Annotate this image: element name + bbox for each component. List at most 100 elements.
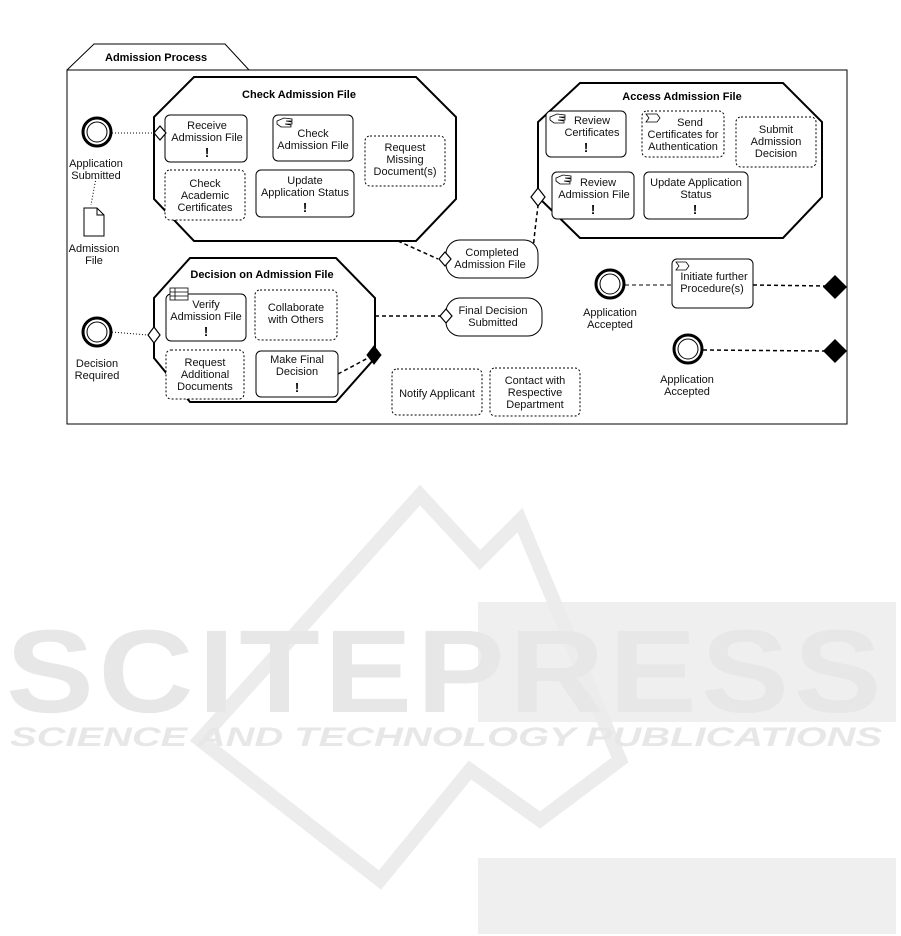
activity-notify-applicant[interactable]: Notify Applicant: [391, 368, 483, 416]
group-decision-exit-diamond: [366, 345, 382, 365]
state-entry-diamond: [439, 308, 453, 324]
activity-label-line: Send: [677, 117, 703, 129]
urgent-mark: !: [591, 202, 595, 217]
activity-label-line: Submit: [759, 124, 793, 136]
end-diamond-1: [823, 275, 847, 299]
svg-text:Notify Applicant: Notify Applicant: [399, 388, 475, 400]
event-label-line: Application: [660, 374, 714, 386]
event-label-line: Accepted: [587, 319, 633, 331]
flow-accepted2-to-end: [702, 349, 826, 352]
activity-label-line: Certificates: [177, 202, 233, 214]
watermark-brand: SCITEPRESS: [6, 606, 886, 738]
activity-label-line: Receive: [187, 120, 227, 132]
watermark-block-1: [478, 602, 896, 722]
process-title: Admission Process: [105, 52, 207, 64]
watermark-block-2: [478, 858, 896, 934]
activity-label-line: Document(s): [374, 166, 437, 178]
activity-label-line: Admission File: [277, 140, 349, 152]
activity-label-line: Procedure(s): [680, 283, 744, 295]
association-submitted-to-document: [90, 177, 97, 206]
activity-label-line: Make Final: [270, 354, 324, 366]
event-label-line: Accepted: [664, 386, 710, 398]
activity-label-line: Initiate further: [680, 271, 748, 283]
business-rule-icon: [169, 287, 189, 301]
state-label-line: Submitted: [468, 317, 518, 329]
watermark: SCITEPRESS SCIENCE AND TECHNOLOGY PUBLIC…: [6, 484, 896, 934]
activity-label-line: Missing: [386, 154, 423, 166]
flow-initiate-to-end: [752, 284, 826, 287]
activity-label-line: Contact with: [505, 375, 566, 387]
activity-label-line: Decision: [276, 366, 318, 378]
association-required-to-decision: [111, 331, 149, 336]
group-decision-title: Decision on Admission File: [190, 269, 333, 281]
flow-check-to-completed: [397, 240, 439, 260]
send-task-icon: [645, 113, 661, 123]
event-label-line: Submitted: [71, 170, 121, 182]
group-check-title: Check Admission File: [242, 89, 356, 101]
send-task-icon: [675, 261, 690, 271]
activity-label-line: Request: [385, 142, 426, 154]
activity-label-line: Verify: [192, 299, 220, 311]
activity-label-line: Review: [574, 115, 610, 127]
activity-label-line: Academic: [181, 190, 230, 202]
event-label-line: Required: [75, 370, 120, 382]
manual-task-icon: [555, 174, 572, 185]
activity-label-line: Respective: [508, 387, 562, 399]
event-label-line: Application: [583, 307, 637, 319]
activity-label-line: Status: [680, 189, 712, 201]
manual-task-icon: [276, 117, 293, 128]
activity-label-line: with Others: [267, 314, 324, 326]
manual-task-icon: [549, 113, 566, 124]
state-label-line: Completed: [465, 247, 518, 259]
activity-label-line: Check: [189, 178, 221, 190]
urgent-mark: !: [295, 380, 299, 395]
activity-label-line: Update Application: [650, 177, 742, 189]
group-decision-entry-diamond: [147, 326, 161, 344]
event-label-line: Decision: [76, 358, 118, 370]
watermark-book-shape: [189, 484, 629, 890]
activity-label-line: Certificates for: [648, 129, 719, 141]
activity-label-line: Collaborate: [268, 302, 324, 314]
urgent-mark: !: [205, 145, 209, 160]
activity-label-line: Admission File: [171, 132, 243, 144]
